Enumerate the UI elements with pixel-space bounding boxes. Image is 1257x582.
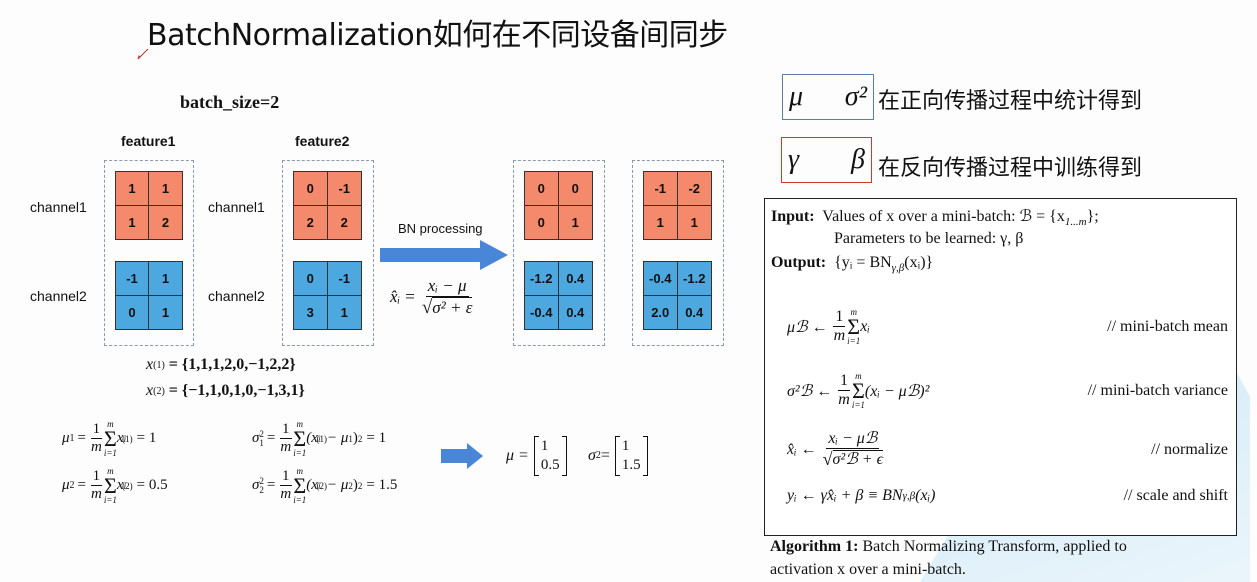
pen-cursor-icon <box>137 48 149 60</box>
algorithm-caption-line1: Algorithm 1: Batch Normalizing Transform… <box>770 538 1127 555</box>
algo-input-line: Input: Values of x over a mini-batch: ℬ … <box>771 208 1099 229</box>
output2-channel2-grid: -0.4 -1.2 2.0 0.4 <box>643 261 712 330</box>
feature2-box <box>282 160 374 346</box>
feature1-channel2-grid: -1 1 0 1 <box>115 261 183 330</box>
grid-cell: 2 <box>161 214 170 230</box>
bn-processing-label: BN processing <box>398 221 483 236</box>
legend-gamma-beta-box: γ β <box>781 137 872 183</box>
bn-formula: x̂ᵢ = xᵢ − μ √ σ² + ε <box>390 276 473 318</box>
set-x2: x(2) = {−1,1,0,1,0,−1,3,1} <box>146 382 305 399</box>
grid-cell: 2 <box>294 205 328 239</box>
grid-cell: 1 <box>116 205 149 239</box>
grid-cell: 1 <box>644 205 678 239</box>
grid-cell: 0 <box>294 262 328 296</box>
grid-cell: -1 <box>644 172 678 206</box>
algorithm-caption-line2: activation x over a mini-batch. <box>770 561 966 578</box>
feature1-channel2-label: channel2 <box>30 288 87 304</box>
output2-channel1-grid: -1 -2 1 1 <box>643 171 712 240</box>
grid-cell: 0 <box>558 172 592 206</box>
bn-arrow-icon <box>380 240 508 270</box>
grid-cell: -1 <box>116 262 149 296</box>
feature2-channel1-label: channel1 <box>208 199 265 215</box>
grid-cell: 3 <box>294 295 328 329</box>
legend-forward-text: 在正向传播过程中统计得到 <box>878 89 1143 114</box>
grid-cell: 2.0 <box>644 295 678 329</box>
legend-backward-text: 在反向传播过程中训练得到 <box>878 156 1143 181</box>
grid-cell: 1 <box>161 304 170 320</box>
grid-cell: 0 <box>525 205 559 239</box>
grid-cell: 0 <box>294 172 328 206</box>
grid-cell: -1.2 <box>525 262 559 296</box>
feature1-label: feature1 <box>121 133 176 149</box>
grid-cell: 0 <box>116 295 149 329</box>
result-arrow-icon <box>441 443 483 469</box>
algo-step-normalize: x̂ᵢ ← xᵢ − μℬ √σ²ℬ + ϵ // normalize <box>787 429 1228 470</box>
slide-title: BatchNormalization如何在不同设备间同步 <box>147 18 728 53</box>
grid-cell: 0 <box>525 172 559 206</box>
grid-cell: 0.4 <box>685 304 704 320</box>
grid-cell: -1.2 <box>677 262 711 296</box>
grid-cell: 2 <box>340 214 348 230</box>
grid-cell: -1 <box>327 262 361 296</box>
grid-cell: 1 <box>340 304 348 320</box>
grid-cell: -1 <box>327 172 361 206</box>
legend-mu-sigma-box: μ σ² <box>782 74 874 120</box>
grid-cell: -0.4 <box>644 262 678 296</box>
output1-channel1-grid: 0 0 0 1 <box>524 171 593 240</box>
grid-cell: 1 <box>571 214 579 230</box>
grid-cell: 1 <box>149 262 182 296</box>
feature2-channel1-grid: 0 -1 2 2 <box>293 171 362 240</box>
grid-cell: -2 <box>677 172 711 206</box>
batch-size-label: batch_size=2 <box>180 92 280 112</box>
feature1-box <box>104 160 194 346</box>
grid-cell: 0.4 <box>566 304 585 320</box>
grid-cell: 1 <box>149 172 182 206</box>
algo-output-line: Output: {yᵢ = BNγ,β(xᵢ)} <box>771 254 934 275</box>
algorithm-box: Input: Values of x over a mini-batch: ℬ … <box>764 198 1237 536</box>
grid-cell: 0.4 <box>558 262 592 296</box>
output2-box <box>632 160 724 346</box>
grid-cell: -0.4 <box>525 295 559 329</box>
grid-cell: 1 <box>116 172 149 206</box>
mu-vector: μ = 1 0.5 <box>506 436 567 476</box>
algo-params-line: Parameters to be learned: γ, β <box>834 230 1024 247</box>
output1-channel2-grid: -1.2 0.4 -0.4 0.4 <box>524 261 593 330</box>
feature2-label: feature2 <box>295 133 350 149</box>
output1-box <box>513 160 605 346</box>
feature2-channel2-label: channel2 <box>208 288 265 304</box>
feature1-channel1-label: channel1 <box>30 199 87 215</box>
grid-cell: 1 <box>690 214 698 230</box>
feature2-channel2-grid: 0 -1 3 1 <box>293 261 362 330</box>
feature1-channel1-grid: 1 1 1 2 <box>115 171 183 240</box>
set-x1: x(1) = {1,1,1,2,0,−1,2,2} <box>146 356 296 373</box>
